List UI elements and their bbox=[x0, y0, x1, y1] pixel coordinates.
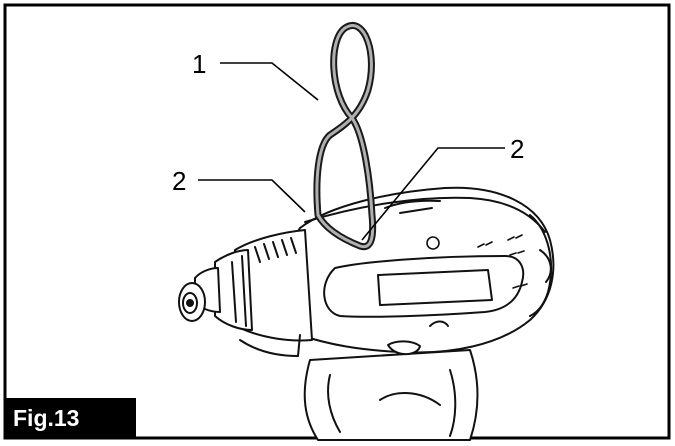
figure-tag: Fig.13 bbox=[5, 398, 136, 439]
tool-body bbox=[178, 186, 555, 441]
callout-2-left: 2 bbox=[172, 166, 186, 196]
leader-line-2-left bbox=[198, 179, 306, 213]
callout-2-right: 2 bbox=[510, 134, 524, 164]
callout-1: 1 bbox=[192, 49, 206, 79]
leader-line-2-right bbox=[361, 147, 505, 241]
leader-line-1 bbox=[220, 62, 319, 101]
leader-lines bbox=[198, 62, 505, 241]
wire-hook bbox=[313, 22, 377, 251]
